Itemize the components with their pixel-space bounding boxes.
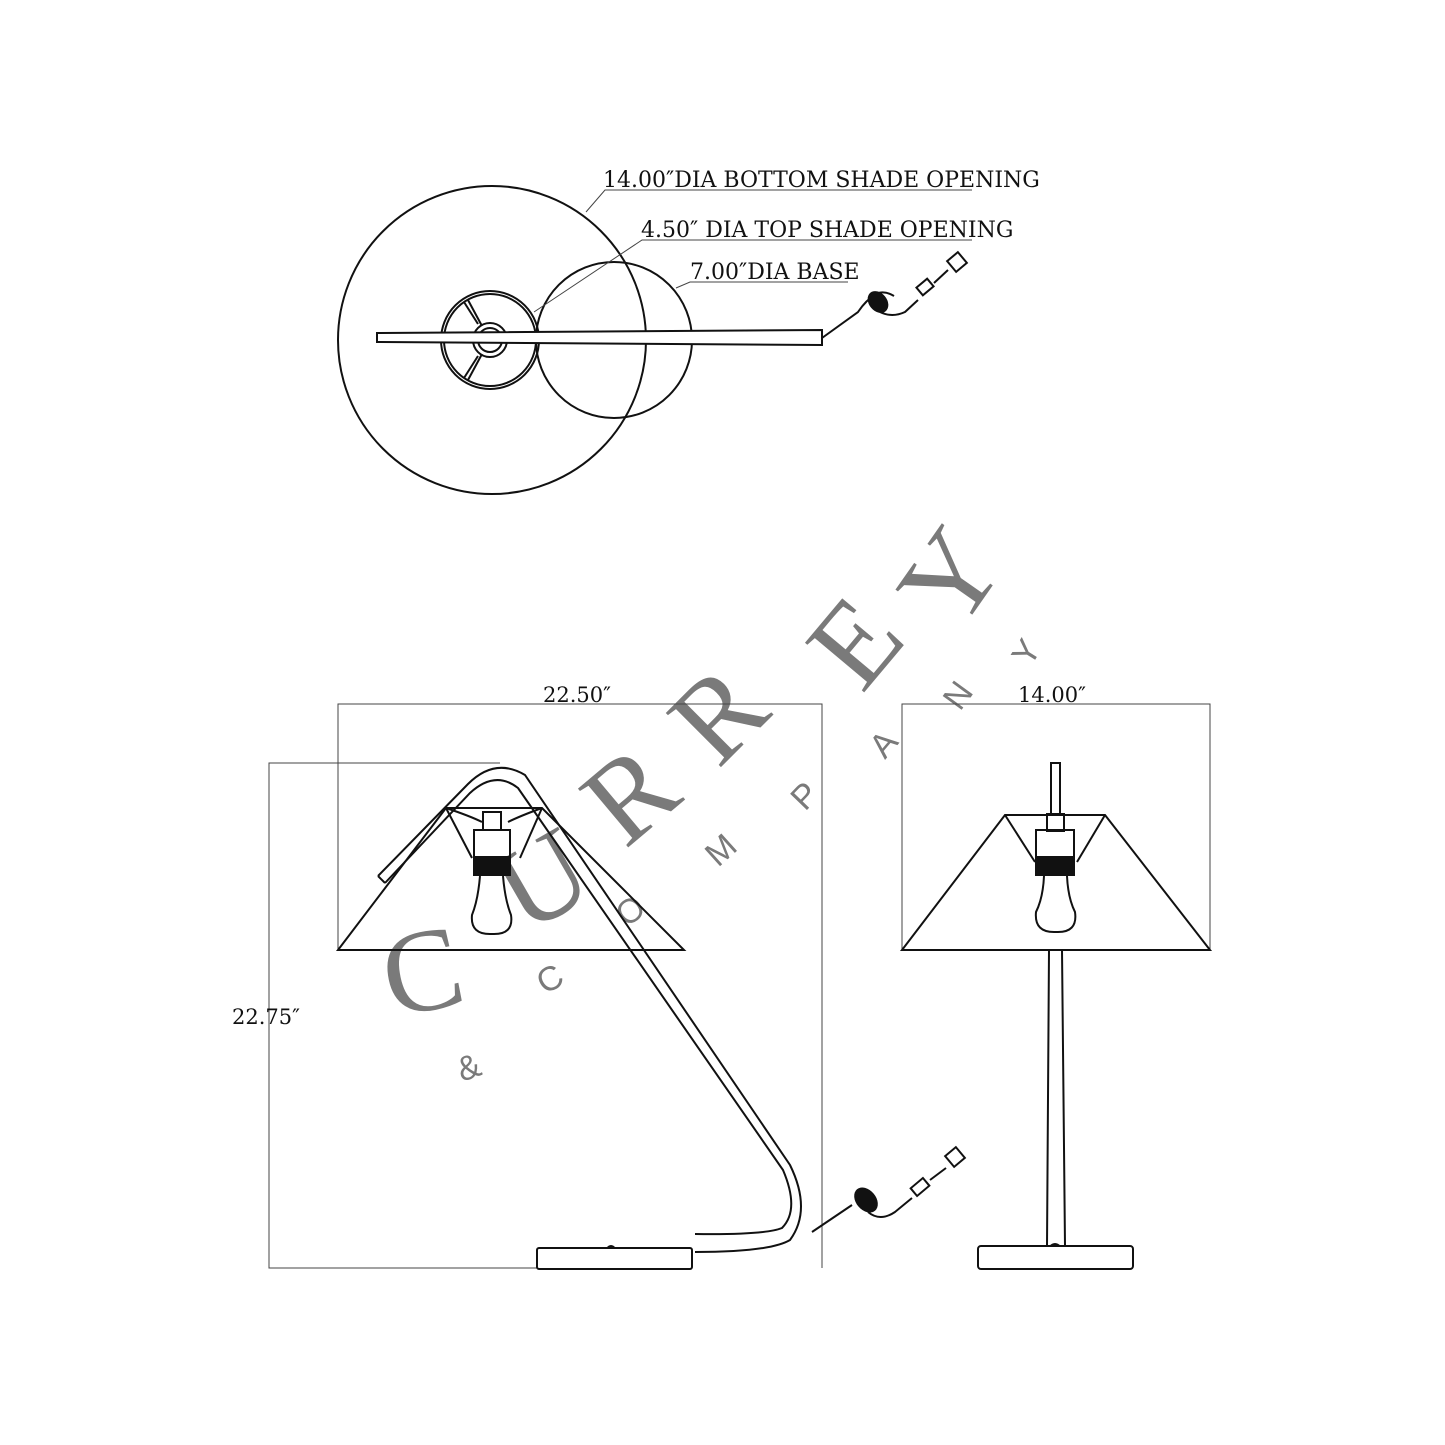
lamp-arm-outer xyxy=(377,766,802,1253)
callout-bottom-shade-opening: 14.00″DIA BOTTOM SHADE OPENING xyxy=(603,168,1040,193)
side-lamp-shade xyxy=(899,814,1213,951)
arm-top-view xyxy=(376,328,823,347)
lamp-arm-inner xyxy=(384,779,793,1236)
wm-sub-m: M xyxy=(698,827,744,874)
side-width-dimension-label: 14.00″ xyxy=(1018,683,1086,707)
callout-top-shade-opening: 4.50″ DIA TOP SHADE OPENING xyxy=(641,218,1013,243)
wm-sub-p: P xyxy=(783,775,826,818)
power-plug-icon xyxy=(821,250,969,339)
side-arm-top xyxy=(1050,762,1061,816)
wm-sub-c: C xyxy=(530,957,570,1002)
side-view: 14.00″ xyxy=(899,683,1213,1270)
wm-letter-r1: R xyxy=(558,719,703,870)
wm-letter-c: C xyxy=(370,899,474,1044)
wm-sub-y: Y xyxy=(1005,633,1049,672)
height-dimension-label: 22.75″ xyxy=(232,1005,300,1029)
leader-base xyxy=(675,281,848,289)
leader-bottom-opening xyxy=(585,189,972,213)
currey-watermark: C U R R E Y & C O M P A N Y xyxy=(370,505,1049,1090)
height-dimension-frame xyxy=(268,762,537,1269)
leader-top-opening xyxy=(533,239,972,313)
width-dimension-label: 22.50″ xyxy=(543,683,611,707)
power-plug-icon xyxy=(811,1145,967,1233)
front-view: 22.50″ 22.75″ xyxy=(232,683,967,1270)
callout-base: 7.00″DIA BASE xyxy=(690,260,860,285)
top-view: 14.00″DIA BOTTOM SHADE OPENING 4.50″ DIA… xyxy=(337,168,1040,495)
width-dimension-frame xyxy=(337,703,823,1268)
side-lamp-stem xyxy=(1045,949,1067,1247)
wm-sub-n: N xyxy=(936,674,981,716)
lamp-base xyxy=(536,1247,693,1270)
light-bulb-icon xyxy=(1034,813,1077,934)
light-bulb-icon xyxy=(470,811,513,936)
wm-letter-r2: R xyxy=(644,640,792,788)
wm-letter-y: Y xyxy=(872,505,1028,650)
wm-sub-amp: & xyxy=(452,1046,487,1090)
side-width-dimension-frame xyxy=(901,703,1211,950)
wm-sub-a: A xyxy=(862,723,906,765)
side-lamp-base xyxy=(977,1245,1134,1270)
